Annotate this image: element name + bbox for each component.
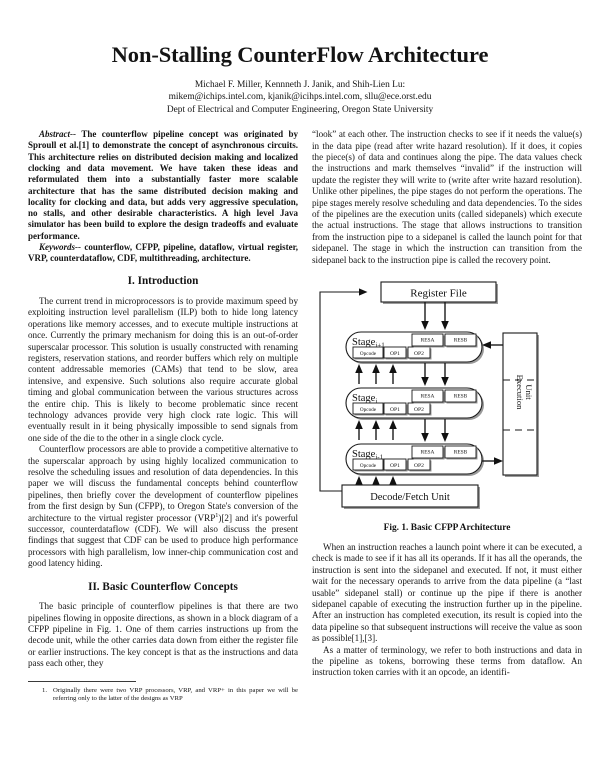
author-affiliation: Dept of Electrical and Computer Engineer… <box>166 104 434 115</box>
left-column: Abstract-- The counterflow pipeline conc… <box>28 129 298 704</box>
figure-stage-1-result-0: RESA <box>421 393 435 399</box>
author-emails: mikem@ichips.intel.com, kjanik@icihps.in… <box>168 92 432 103</box>
figure-execution-unit-box: Execution Unit <box>502 332 539 477</box>
figure-stage-0-field-0: Opcode <box>360 351 377 357</box>
figure-1-caption: Fig. 1. Basic CFPP Architecture <box>383 522 511 533</box>
figure-stage-0: Stagei+1 Opcode OP1 OP2 <box>345 331 484 364</box>
page-title: Non-Stalling CounterFlow Architecture <box>111 42 489 67</box>
abstract-body: The counterflow pipeline concept was ori… <box>28 129 298 241</box>
right-paragraph-3: As a matter of terminology, we refer to … <box>312 644 582 678</box>
two-column-body: Abstract-- The counterflow pipeline conc… <box>28 129 582 704</box>
keywords-paragraph: Keywords-- counterflow, CFPP, pipeline, … <box>28 242 298 265</box>
section-heading-basic-concepts: II. Basic Counterflow Concepts <box>88 580 238 593</box>
figure-feedback-arrow <box>319 291 359 492</box>
figure-execution-unit-label-line1: Execution <box>515 375 525 411</box>
figure-stage-2-field-0: Opcode <box>360 463 377 469</box>
right-column: “look” at each other. The instruction ch… <box>312 129 582 704</box>
figure-stage-2-result-0: RESA <box>421 449 435 455</box>
keywords-lead: Keywords-- <box>39 241 85 252</box>
intro-paragraph-2-part-b: )[2] and it's powerful successor, counte… <box>28 512 298 569</box>
keywords-body: counterflow, CFPP, pipeline, dataflow, v… <box>28 241 298 264</box>
figure-regfile-to-stage-arrows <box>424 301 446 322</box>
figure-up-arrows-1 <box>358 371 394 384</box>
figure-stage-2: Stagei-1 Opcode OP1 OP2 <box>345 443 484 476</box>
figure-1: Register File <box>312 275 582 533</box>
figure-stage-2-field-2: OP2 <box>414 463 424 469</box>
figure-up-arrows-2 <box>358 427 394 440</box>
figure-stage-0-field-2: OP2 <box>414 351 424 357</box>
figure-stage-1-result-1: RESB <box>454 393 468 399</box>
right-paragraph-2: When an instruction reaches a launch poi… <box>312 541 582 644</box>
figure-feedback-arrowhead <box>359 288 368 296</box>
intro-paragraph-2-part-a: Counterflow processors are able to provi… <box>28 444 298 523</box>
footnote: 1. Originally there were two VRP process… <box>42 687 298 704</box>
figure-stage-0-result-1: RESB <box>454 337 468 343</box>
footnote-separator <box>28 680 136 682</box>
figure-down-arrows-1 <box>424 362 446 378</box>
figure-1-canvas: Register File <box>312 275 580 513</box>
basic-concepts-paragraph-1: The basic principle of counterflow pipel… <box>28 601 298 669</box>
footnote-marker: 1 <box>215 511 219 519</box>
figure-decode-fetch-box: Decode/Fetch Unit <box>341 484 480 509</box>
author-block: Michael F. Miller, Kennneth J. Janik, an… <box>28 79 572 116</box>
figure-register-file-label: Register File <box>410 287 467 299</box>
abstract-paragraph: Abstract-- The counterflow pipeline conc… <box>28 129 298 242</box>
figure-execution-unit-label-line2: Unit <box>524 384 534 400</box>
figure-stage-1-label: Stagei <box>352 393 377 405</box>
figure-stage-1-field-2: OP2 <box>414 407 424 413</box>
abstract-lead: Abstract-- <box>39 129 82 140</box>
figure-stage-0-result-0: RESA <box>421 337 435 343</box>
figure-stage-0-field-1: OP1 <box>390 351 400 357</box>
figure-down-arrows-2 <box>424 418 446 434</box>
intro-paragraph-1: The current trend in microprocessors is … <box>28 295 298 443</box>
figure-stage-1-field-1: OP1 <box>390 407 400 413</box>
figure-decode-fetch-label: Decode/Fetch Unit <box>370 492 450 503</box>
intro-paragraph-2: Counterflow processors are able to provi… <box>28 444 298 569</box>
figure-stage-2-result-1: RESB <box>454 449 468 455</box>
figure-stage-2-field-1: OP1 <box>390 463 400 469</box>
footnote-number: 1. <box>42 686 48 694</box>
figure-stage-1-field-0: Opcode <box>360 407 377 413</box>
author-names: Michael F. Miller, Kennneth J. Janik, an… <box>194 79 406 90</box>
figure-stage-1: Stagei Opcode OP1 OP2 RE <box>345 387 484 420</box>
section-heading-introduction: I. Introduction <box>127 275 199 288</box>
figure-register-file-box: Register File <box>380 281 498 304</box>
footnote-text: Originally there were two VRP processors… <box>53 686 298 703</box>
right-paragraph-1: “look” at each other. The instruction ch… <box>312 129 582 265</box>
